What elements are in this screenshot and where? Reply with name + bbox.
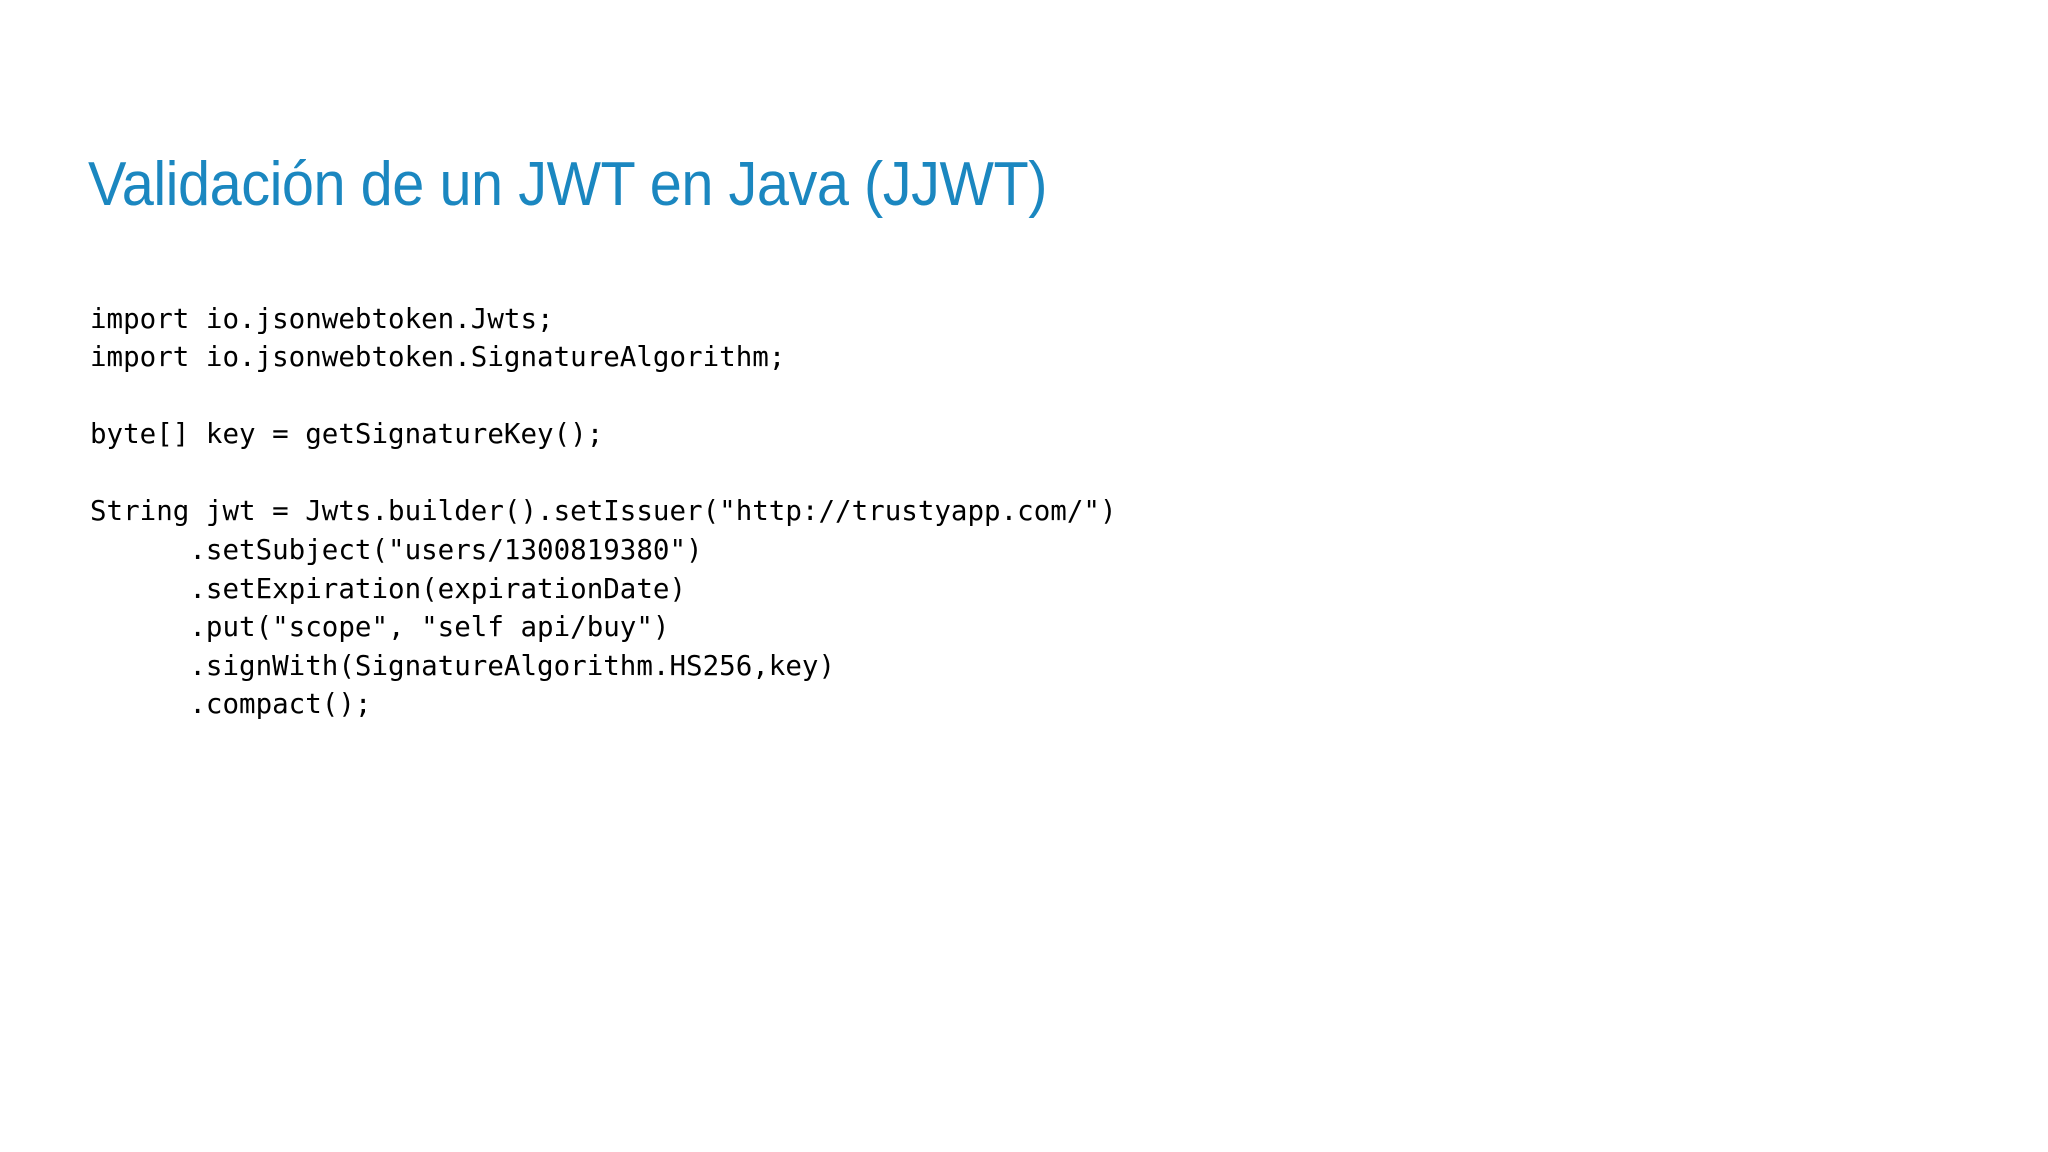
- code-line-blank: [90, 377, 1890, 416]
- code-line: .signWith(SignatureAlgorithm.HS256,key): [90, 649, 836, 682]
- code-line: .setExpiration(expirationDate): [90, 572, 687, 605]
- code-line: .compact();: [90, 688, 372, 721]
- code-line: import io.jsonwebtoken.SignatureAlgorith…: [90, 341, 786, 374]
- page-title: Validación de un JWT en Java (JJWT): [88, 149, 1047, 219]
- code-line: .put("scope", "self api/buy"): [90, 611, 670, 644]
- code-line: String jwt = Jwts.builder().setIssuer("h…: [90, 495, 1117, 528]
- code-line: byte[] key = getSignatureKey();: [90, 418, 604, 451]
- code-line-blank: [90, 454, 1890, 493]
- code-line: .setSubject("users/1300819380"): [90, 534, 703, 567]
- code-block: import io.jsonwebtoken.Jwts; import io.js…: [90, 300, 1890, 725]
- code-line: import io.jsonwebtoken.Jwts;: [90, 302, 554, 335]
